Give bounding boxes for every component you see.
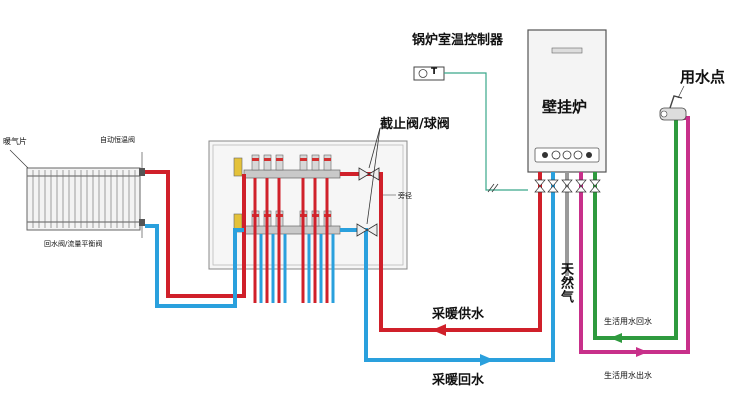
bypass-label: 旁径 (398, 192, 412, 200)
water-point-faucet-icon (659, 85, 687, 121)
control-wire (444, 72, 528, 191)
heating-supply-label: 采暖供水 (432, 307, 485, 322)
boiler-thermostat-label: 锅炉室温控制器 (412, 33, 504, 48)
manifold-loop-pipes (253, 178, 335, 303)
return-balance-valve-icon (139, 219, 145, 238)
domestic-return-label: 生活用水回水 (604, 317, 652, 326)
radiator-label: 暖气片 (3, 137, 27, 146)
return-arrow (480, 354, 494, 366)
thermostat-symbol: T (431, 67, 438, 77)
return-balance-valve-label: 回水阀/流量平衡阀 (44, 240, 103, 248)
domestic-return-pipe (593, 116, 678, 340)
heating-return-label: 采暖回水 (432, 373, 485, 388)
thermostatic-valve-icon (139, 152, 145, 176)
domestic-outlet-arrow (636, 347, 648, 357)
stop-ball-valves (356, 127, 391, 237)
boiler (527, 29, 607, 173)
supply-arrow (432, 324, 446, 336)
radiator (9, 149, 141, 231)
domestic-outlet-label: 生活用水出水 (604, 371, 652, 380)
water-point-label: 用水点 (680, 68, 726, 86)
boiler-label: 壁挂炉 (542, 98, 588, 116)
thermostatic-valve-label: 自动恒温阀 (100, 136, 135, 144)
natural-gas-label: 天然气 (558, 262, 573, 304)
outlet-valves (534, 179, 601, 193)
thermostat-unit (413, 66, 445, 81)
stop-ball-valve-label: 截止阀/球阀 (380, 117, 450, 132)
domestic-return-arrow (610, 333, 622, 343)
